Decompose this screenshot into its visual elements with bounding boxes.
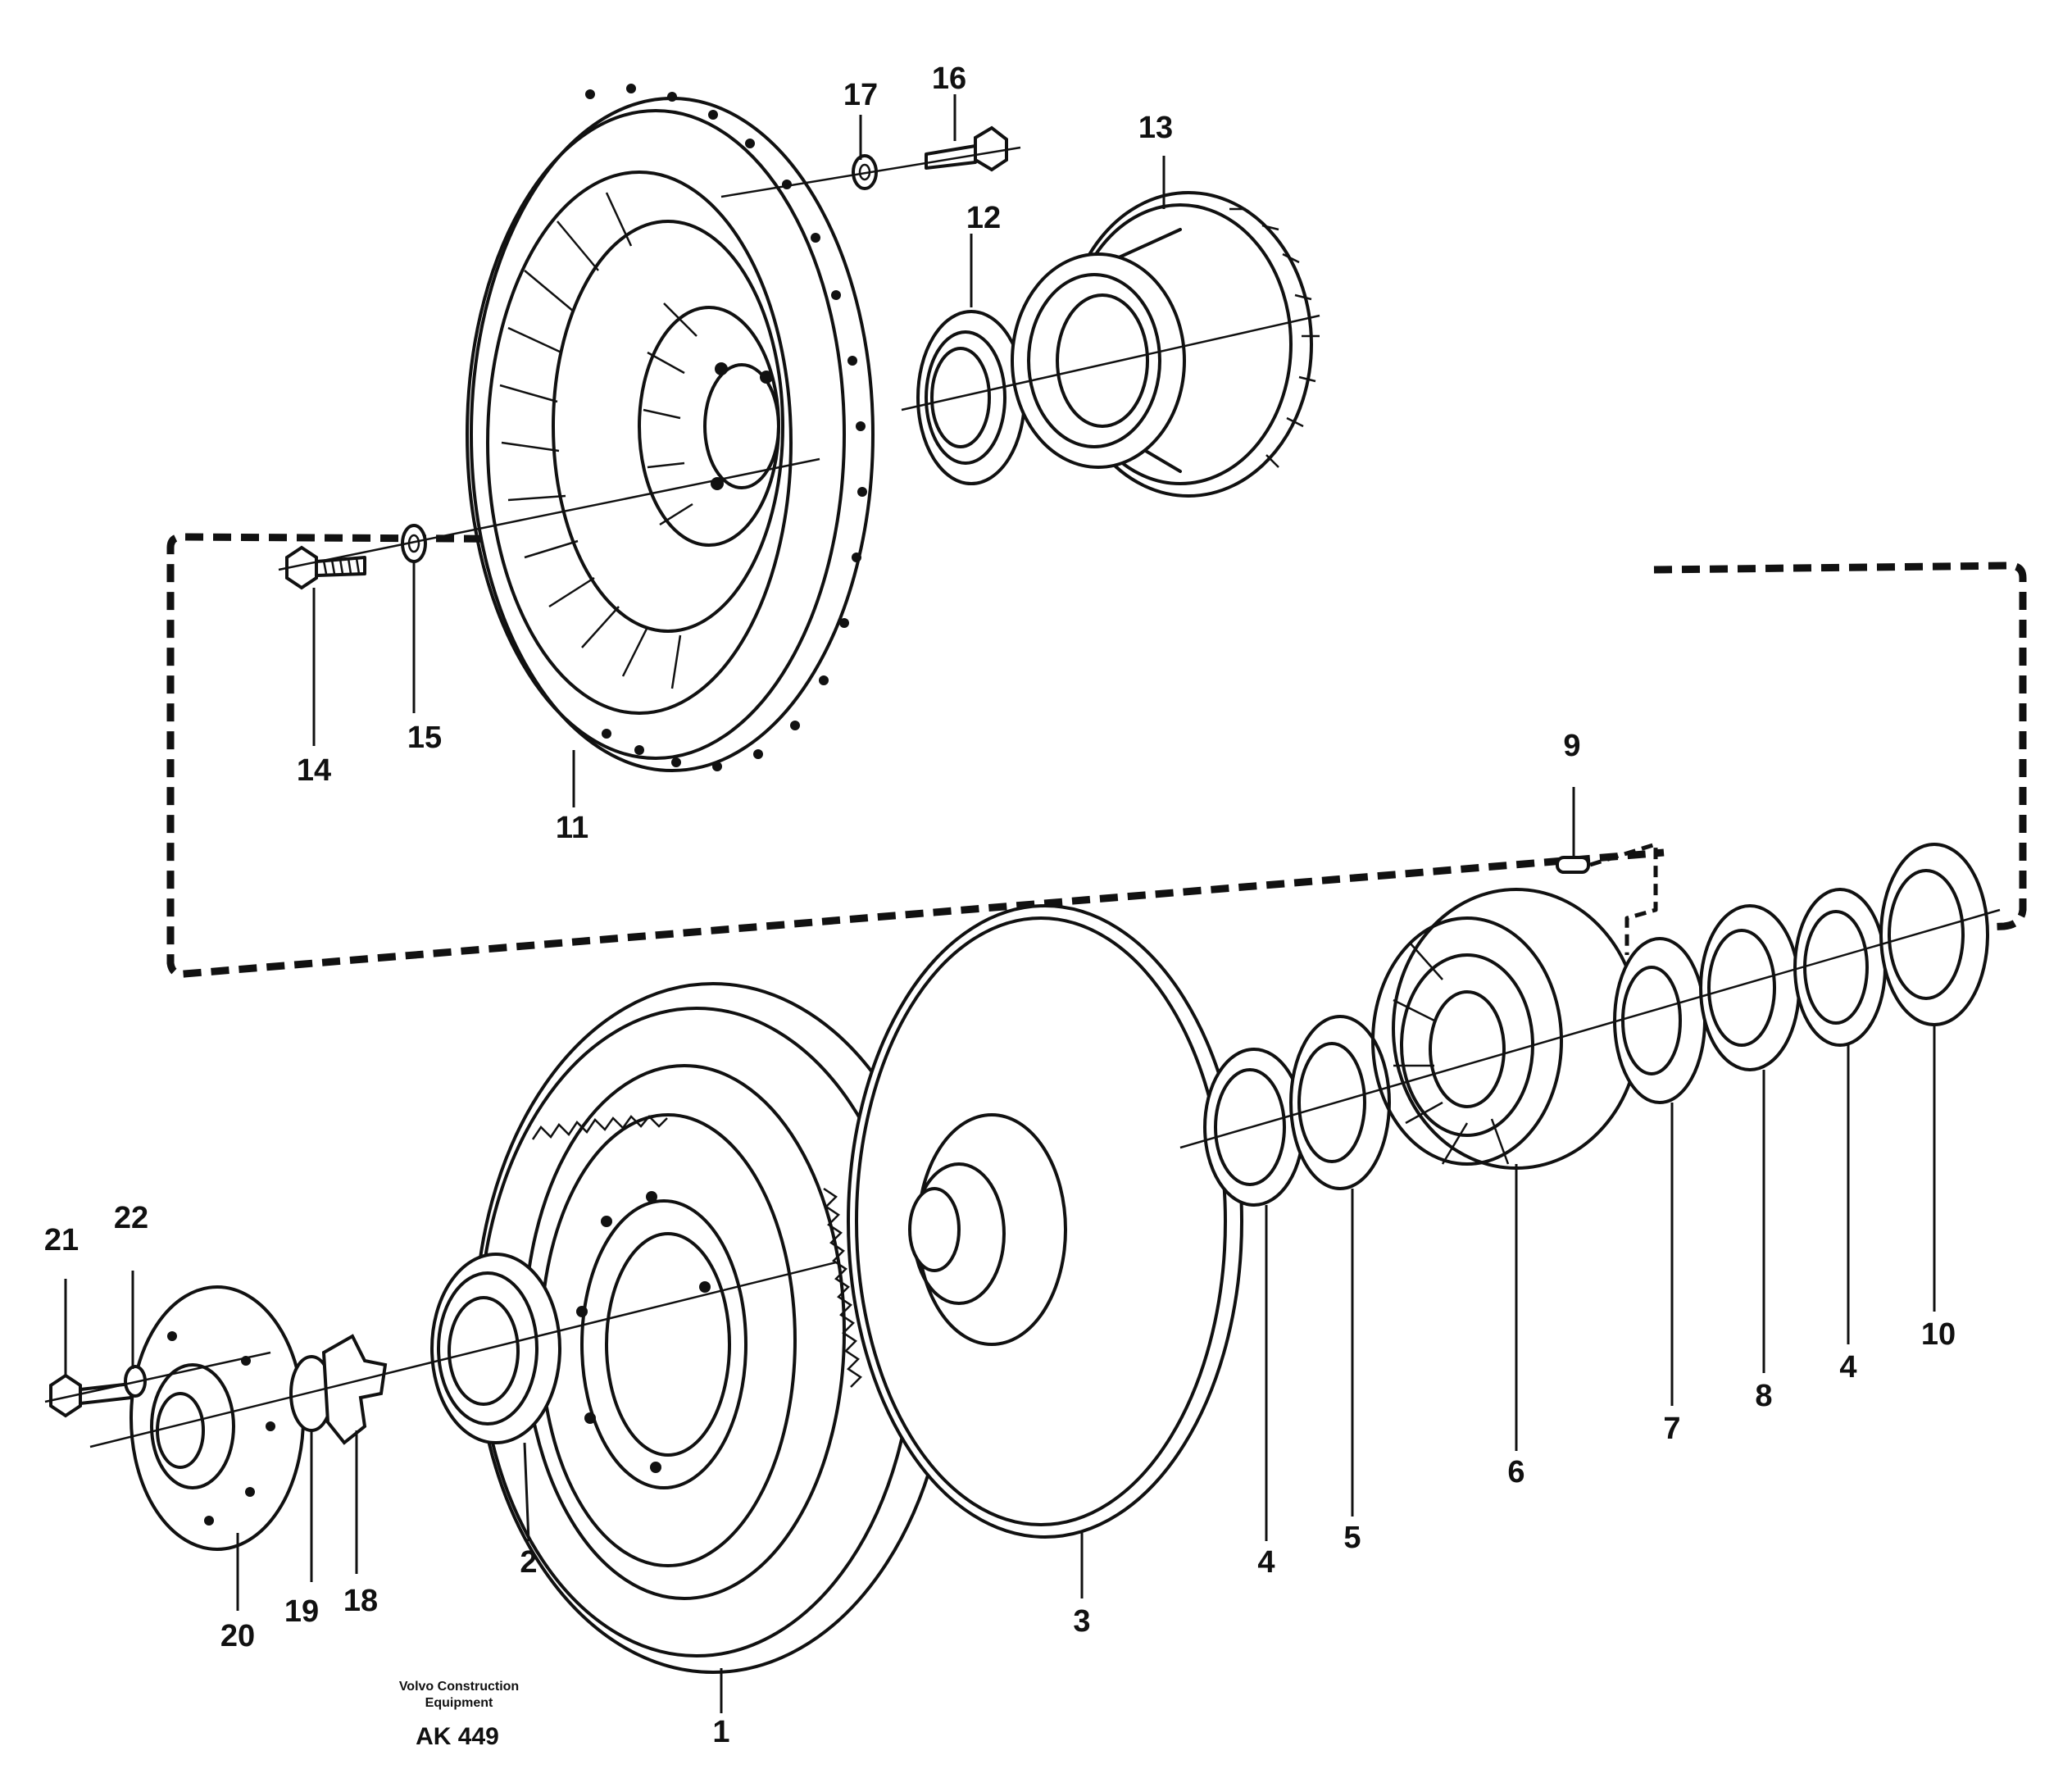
callout-13: 13 [1138,111,1173,145]
callout-19: 19 [284,1594,319,1629]
cover-20 [130,1285,305,1551]
credit-line-2: Equipment [425,1696,493,1710]
turbine-wheel-11 [466,84,875,772]
callout-15: 15 [407,721,442,755]
credit-line-1: Volvo Construction [399,1680,519,1694]
figure-code: AK 449 [416,1723,499,1750]
lower-axis-line [89,1261,837,1448]
pin-9 [1556,842,1658,955]
callout-22: 22 [114,1201,148,1235]
thrust-washer-5 [1289,1015,1391,1190]
callout-17: 17 [843,78,878,112]
ring-10 [1879,843,1989,1026]
flange-18 [321,1334,388,1445]
callout-20: 20 [220,1619,255,1653]
stator-6 [1371,888,1641,1170]
callout-16: 16 [932,61,966,96]
ball-bearing-12 [916,310,1026,485]
callout-7: 7 [1663,1412,1680,1446]
callout-6: 6 [1507,1455,1524,1489]
needle-bearing-4b [1793,888,1887,1047]
bolt-14 [285,545,366,590]
callout-2: 2 [520,1545,537,1580]
bearing-2 [430,1253,561,1444]
leader-lines [64,94,1936,1713]
pump-wheel-1 [474,982,952,1674]
turbine-housing-3 [847,904,1243,1539]
bolt-21 [49,1373,133,1418]
washer-7 [1613,937,1706,1104]
callout-18: 18 [343,1584,378,1618]
callout-11: 11 [556,811,588,845]
bolt-21-axis [44,1351,271,1403]
upper-shaft-line [901,314,1320,412]
lower-axis-line-right [1179,908,2001,1149]
callout-3: 3 [1073,1604,1090,1639]
callout-9: 9 [1563,729,1580,763]
gear-hub-13 [1011,191,1320,498]
assembly-connector-dashed-right [1653,562,2027,932]
callout-5: 5 [1343,1521,1361,1555]
assembly-connector-dashed [166,533,1665,978]
callout-14: 14 [297,753,331,788]
callout-21: 21 [44,1223,79,1257]
callout-8: 8 [1755,1379,1772,1413]
bolt-16 [925,125,1008,172]
callout-4a: 4 [1257,1545,1275,1580]
callout-1: 1 [712,1715,729,1749]
callout-12: 12 [966,201,1001,235]
callout-10: 10 [1921,1317,1956,1352]
callout-4b: 4 [1839,1350,1856,1385]
washer-8 [1699,904,1801,1071]
upper-axis-line [278,457,820,571]
bolt-16-axis [720,146,1021,198]
